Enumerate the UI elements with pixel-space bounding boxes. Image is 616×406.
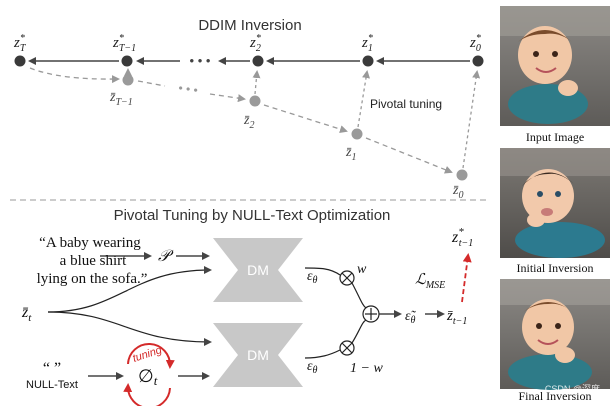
trajectory-zT-to-zT1-bar bbox=[29, 67, 120, 84]
node-z-bar-2 bbox=[249, 95, 261, 107]
vertical-arrow-z0 bbox=[462, 70, 481, 169]
z-star-T-label: z*T bbox=[13, 33, 27, 54]
trajectory-z2-to-z1-bar bbox=[263, 104, 348, 133]
z-bar-2-label: z̄2 bbox=[243, 113, 254, 131]
prompt-line-3: lying on the sofa.” bbox=[37, 271, 148, 287]
svg-text:ε̃θ: ε̃θ bbox=[405, 309, 417, 326]
z-bar-T-minus-1-label: z̄T−1 bbox=[109, 90, 133, 108]
input-image-photo bbox=[500, 6, 610, 126]
svg-text:z̄0: z̄0 bbox=[452, 183, 463, 201]
null-text-quote: “ ” bbox=[43, 360, 61, 377]
line-eps-bottom-to-mult bbox=[304, 349, 341, 359]
node-z-star-0 bbox=[472, 55, 484, 67]
phi-t-label: ∅t bbox=[138, 366, 158, 388]
zt-branch-upper bbox=[47, 266, 212, 313]
z-t-input-label: z̄t bbox=[21, 304, 32, 324]
node-z-star-1 bbox=[362, 55, 374, 67]
dm-block-bottom bbox=[213, 323, 303, 387]
caption-initial-inversion: Initial Inversion bbox=[517, 261, 594, 275]
node-z-bar-0 bbox=[456, 169, 468, 181]
svg-text:z*t−1: z*t−1 bbox=[451, 226, 473, 249]
tuning-arc-bottom bbox=[123, 383, 171, 406]
initial-inversion-photo bbox=[500, 148, 610, 258]
pivotal-tuning-label: Pivotal tuning bbox=[370, 97, 442, 111]
trajectory-z1-to-z0-bar bbox=[365, 137, 453, 174]
line-eps-top-to-mult bbox=[304, 267, 341, 276]
z-bar-0-label: z̄0 bbox=[452, 183, 463, 201]
svg-text:z*T: z*T bbox=[13, 33, 27, 54]
svg-text:z*0: z*0 bbox=[469, 33, 481, 54]
caption-input-image: Input Image bbox=[526, 130, 584, 144]
line-mult-top-to-plus bbox=[351, 282, 367, 309]
svg-text:ℒMSE: ℒMSE bbox=[415, 272, 445, 291]
vertical-arrow-z1 bbox=[357, 70, 370, 128]
trajectory-zT1-bar-to-dots bbox=[137, 80, 166, 87]
epsilon-theta-top: εθ bbox=[307, 269, 318, 286]
ddim-title: DDIM Inversion bbox=[198, 17, 301, 34]
z-star-0-label: z*0 bbox=[469, 33, 481, 54]
weight-w-label: w bbox=[357, 262, 367, 277]
tuning-label: tuning bbox=[131, 344, 164, 365]
prompt-line-1: “A baby wearing bbox=[39, 235, 141, 251]
svg-text:z̄T−1: z̄T−1 bbox=[109, 90, 133, 108]
node-z-star-2 bbox=[252, 55, 264, 67]
node-z-star-T bbox=[14, 55, 26, 67]
svg-text:z*T−1: z*T−1 bbox=[112, 33, 136, 54]
node-z-bar-1 bbox=[351, 128, 363, 140]
loss-mse-label: ℒMSE bbox=[415, 272, 445, 291]
prompt-symbol-P: 𝒫 bbox=[158, 248, 174, 265]
z-bar-t-minus-1-label: z̄t−1 bbox=[446, 308, 467, 327]
z-star-1-label: z*1 bbox=[361, 33, 373, 54]
node-z-star-T-minus-1 bbox=[121, 55, 133, 67]
multiply-top-x2 bbox=[341, 272, 353, 284]
ellipsis-top: • • • bbox=[190, 53, 211, 68]
dm-label-top: DM bbox=[247, 262, 269, 278]
svg-text:εθ: εθ bbox=[307, 269, 318, 286]
svg-text:z̄1: z̄1 bbox=[345, 145, 356, 163]
watermark: CSDN @深度 bbox=[545, 383, 600, 394]
trajectory-dots-to-z2-bar bbox=[209, 93, 246, 103]
prompt-line-2: a blue shirt bbox=[60, 253, 127, 269]
ellipsis-bar: • • • bbox=[178, 81, 199, 98]
final-inversion-photo bbox=[500, 279, 610, 390]
line-mult-bottom-to-plus bbox=[351, 319, 367, 344]
z-star-T-minus-1-label: z*T−1 bbox=[112, 33, 136, 54]
z-star-t-minus-1-label: z*t−1 bbox=[451, 226, 473, 249]
z-star-2-label: z*2 bbox=[249, 33, 261, 54]
caption-final-inversion: Final Inversion bbox=[519, 389, 592, 403]
svg-text:z̄t−1: z̄t−1 bbox=[446, 308, 467, 327]
pivotal-tuning-title: Pivotal Tuning by NULL-Text Optimization bbox=[114, 207, 391, 224]
svg-text:z*1: z*1 bbox=[361, 33, 373, 54]
svg-text:εθ: εθ bbox=[307, 359, 318, 376]
null-text-label: NULL-Text bbox=[26, 379, 78, 391]
svg-text:∅t: ∅t bbox=[138, 366, 158, 388]
epsilon-theta-bottom: εθ bbox=[307, 359, 318, 376]
dm-label-bottom: DM bbox=[247, 347, 269, 363]
svg-text:z̄t: z̄t bbox=[21, 304, 32, 324]
tuning-arc-top bbox=[127, 343, 175, 369]
z-bar-1-label: z̄1 bbox=[345, 145, 356, 163]
svg-text:z*2: z*2 bbox=[249, 33, 261, 54]
multiply-bottom-x2 bbox=[341, 342, 353, 354]
dm-block-top bbox=[213, 238, 303, 302]
epsilon-tilde-label: ε̃θ bbox=[405, 309, 417, 326]
svg-text:z̄2: z̄2 bbox=[243, 113, 254, 131]
weight-one-minus-w-label: 1 − w bbox=[350, 361, 383, 376]
zt-branch-lower bbox=[47, 311, 212, 346]
vertical-arrow-z2 bbox=[252, 70, 261, 95]
mse-arrow bbox=[461, 253, 472, 303]
node-z-bar-T-minus-1 bbox=[122, 74, 134, 86]
